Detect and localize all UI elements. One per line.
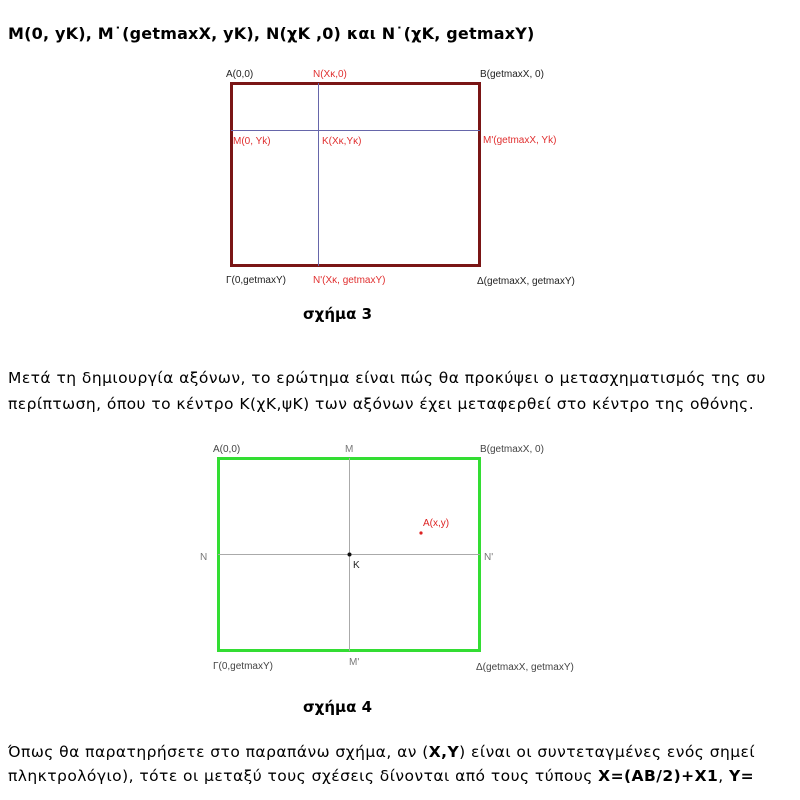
figure-4-diagram: A(0,0) M B(getmaxX, 0) A(x,y) N K N' Γ(0…: [200, 444, 574, 673]
fig4-label-a: A(0,0): [213, 444, 240, 455]
figure-4-caption: σχήμα 4: [303, 698, 373, 716]
paragraph-2-line-1-start: Όπως θα παρατηρήσετε στο παραπάνω σχήμα,…: [8, 743, 429, 761]
fig4-label-b: B(getmaxX, 0): [480, 444, 544, 455]
fig3-label-n: N(Xκ,0): [313, 69, 347, 80]
fig3-label-b: B(getmaxX, 0): [480, 69, 544, 80]
fig3-label-m-prime: M'(getmaxX, Yk): [483, 135, 556, 146]
fig3-label-a: A(0,0): [226, 69, 253, 80]
figure-4-center-point-k: [347, 552, 352, 557]
paragraph-1-line-1: Μετά τη δημιουργία αξόνων, το ερώτημα εί…: [8, 369, 766, 387]
paragraph-2-formula-y: Y=: [728, 767, 755, 785]
figure-3-caption: σχήμα 3: [303, 305, 373, 323]
figure-4-point-a: [419, 531, 423, 535]
fig4-label-point: A(x,y): [423, 518, 449, 529]
fig4-label-delta: Δ(getmaxX, getmaxY): [476, 662, 574, 673]
fig4-label-m-prime: M': [349, 657, 359, 668]
paragraph-2-separator: ,: [718, 767, 729, 785]
paragraph-2-line-2: πληκτρολόγιο), τότε οι μεταξύ τους σχέσε…: [8, 767, 754, 785]
paragraph-2-line-2-start: πληκτρολόγιο), τότε οι μεταξύ τους σχέσε…: [8, 767, 599, 785]
fig3-label-k: K(Xκ,Yκ): [322, 136, 361, 147]
paragraph-2-xy-bold: X,Y: [428, 743, 460, 761]
fig4-label-m: M: [345, 444, 353, 455]
fig3-label-m: M(0, Yk): [233, 136, 271, 147]
section-heading: M(0, yΚ), M˙(getmaxX, yΚ), N(χΚ ,0) και …: [8, 24, 535, 43]
paragraph-2-line-1: Όπως θα παρατηρήσετε στο παραπάνω σχήμα,…: [8, 743, 755, 761]
figure-3-frame: [230, 82, 481, 267]
paragraph-2-line-1-end: ) είναι οι συντεταγμένες ενός σημεί: [459, 743, 756, 761]
figure-3-diagram: A(0,0) N(Xκ,0) B(getmaxX, 0) M(0, Yk) K(…: [226, 69, 575, 287]
fig4-label-n: N: [200, 552, 207, 563]
fig3-label-n-prime: N'(Xκ, getmaxY): [313, 275, 385, 286]
fig4-label-gamma: Γ(0,getmaxY): [213, 661, 273, 672]
fig4-label-k: K: [353, 560, 360, 571]
paragraph-2-formula-x: X=(AB/2)+X1: [598, 767, 719, 785]
fig3-label-delta: Δ(getmaxX, getmaxY): [477, 276, 575, 287]
paragraph-1-line-2: περίπτωση, όπου το κέντρο Κ(χΚ,ψΚ) των α…: [8, 395, 755, 413]
fig4-label-n-prime: N': [484, 552, 493, 563]
fig3-label-gamma: Γ(0,getmaxY): [226, 275, 286, 286]
